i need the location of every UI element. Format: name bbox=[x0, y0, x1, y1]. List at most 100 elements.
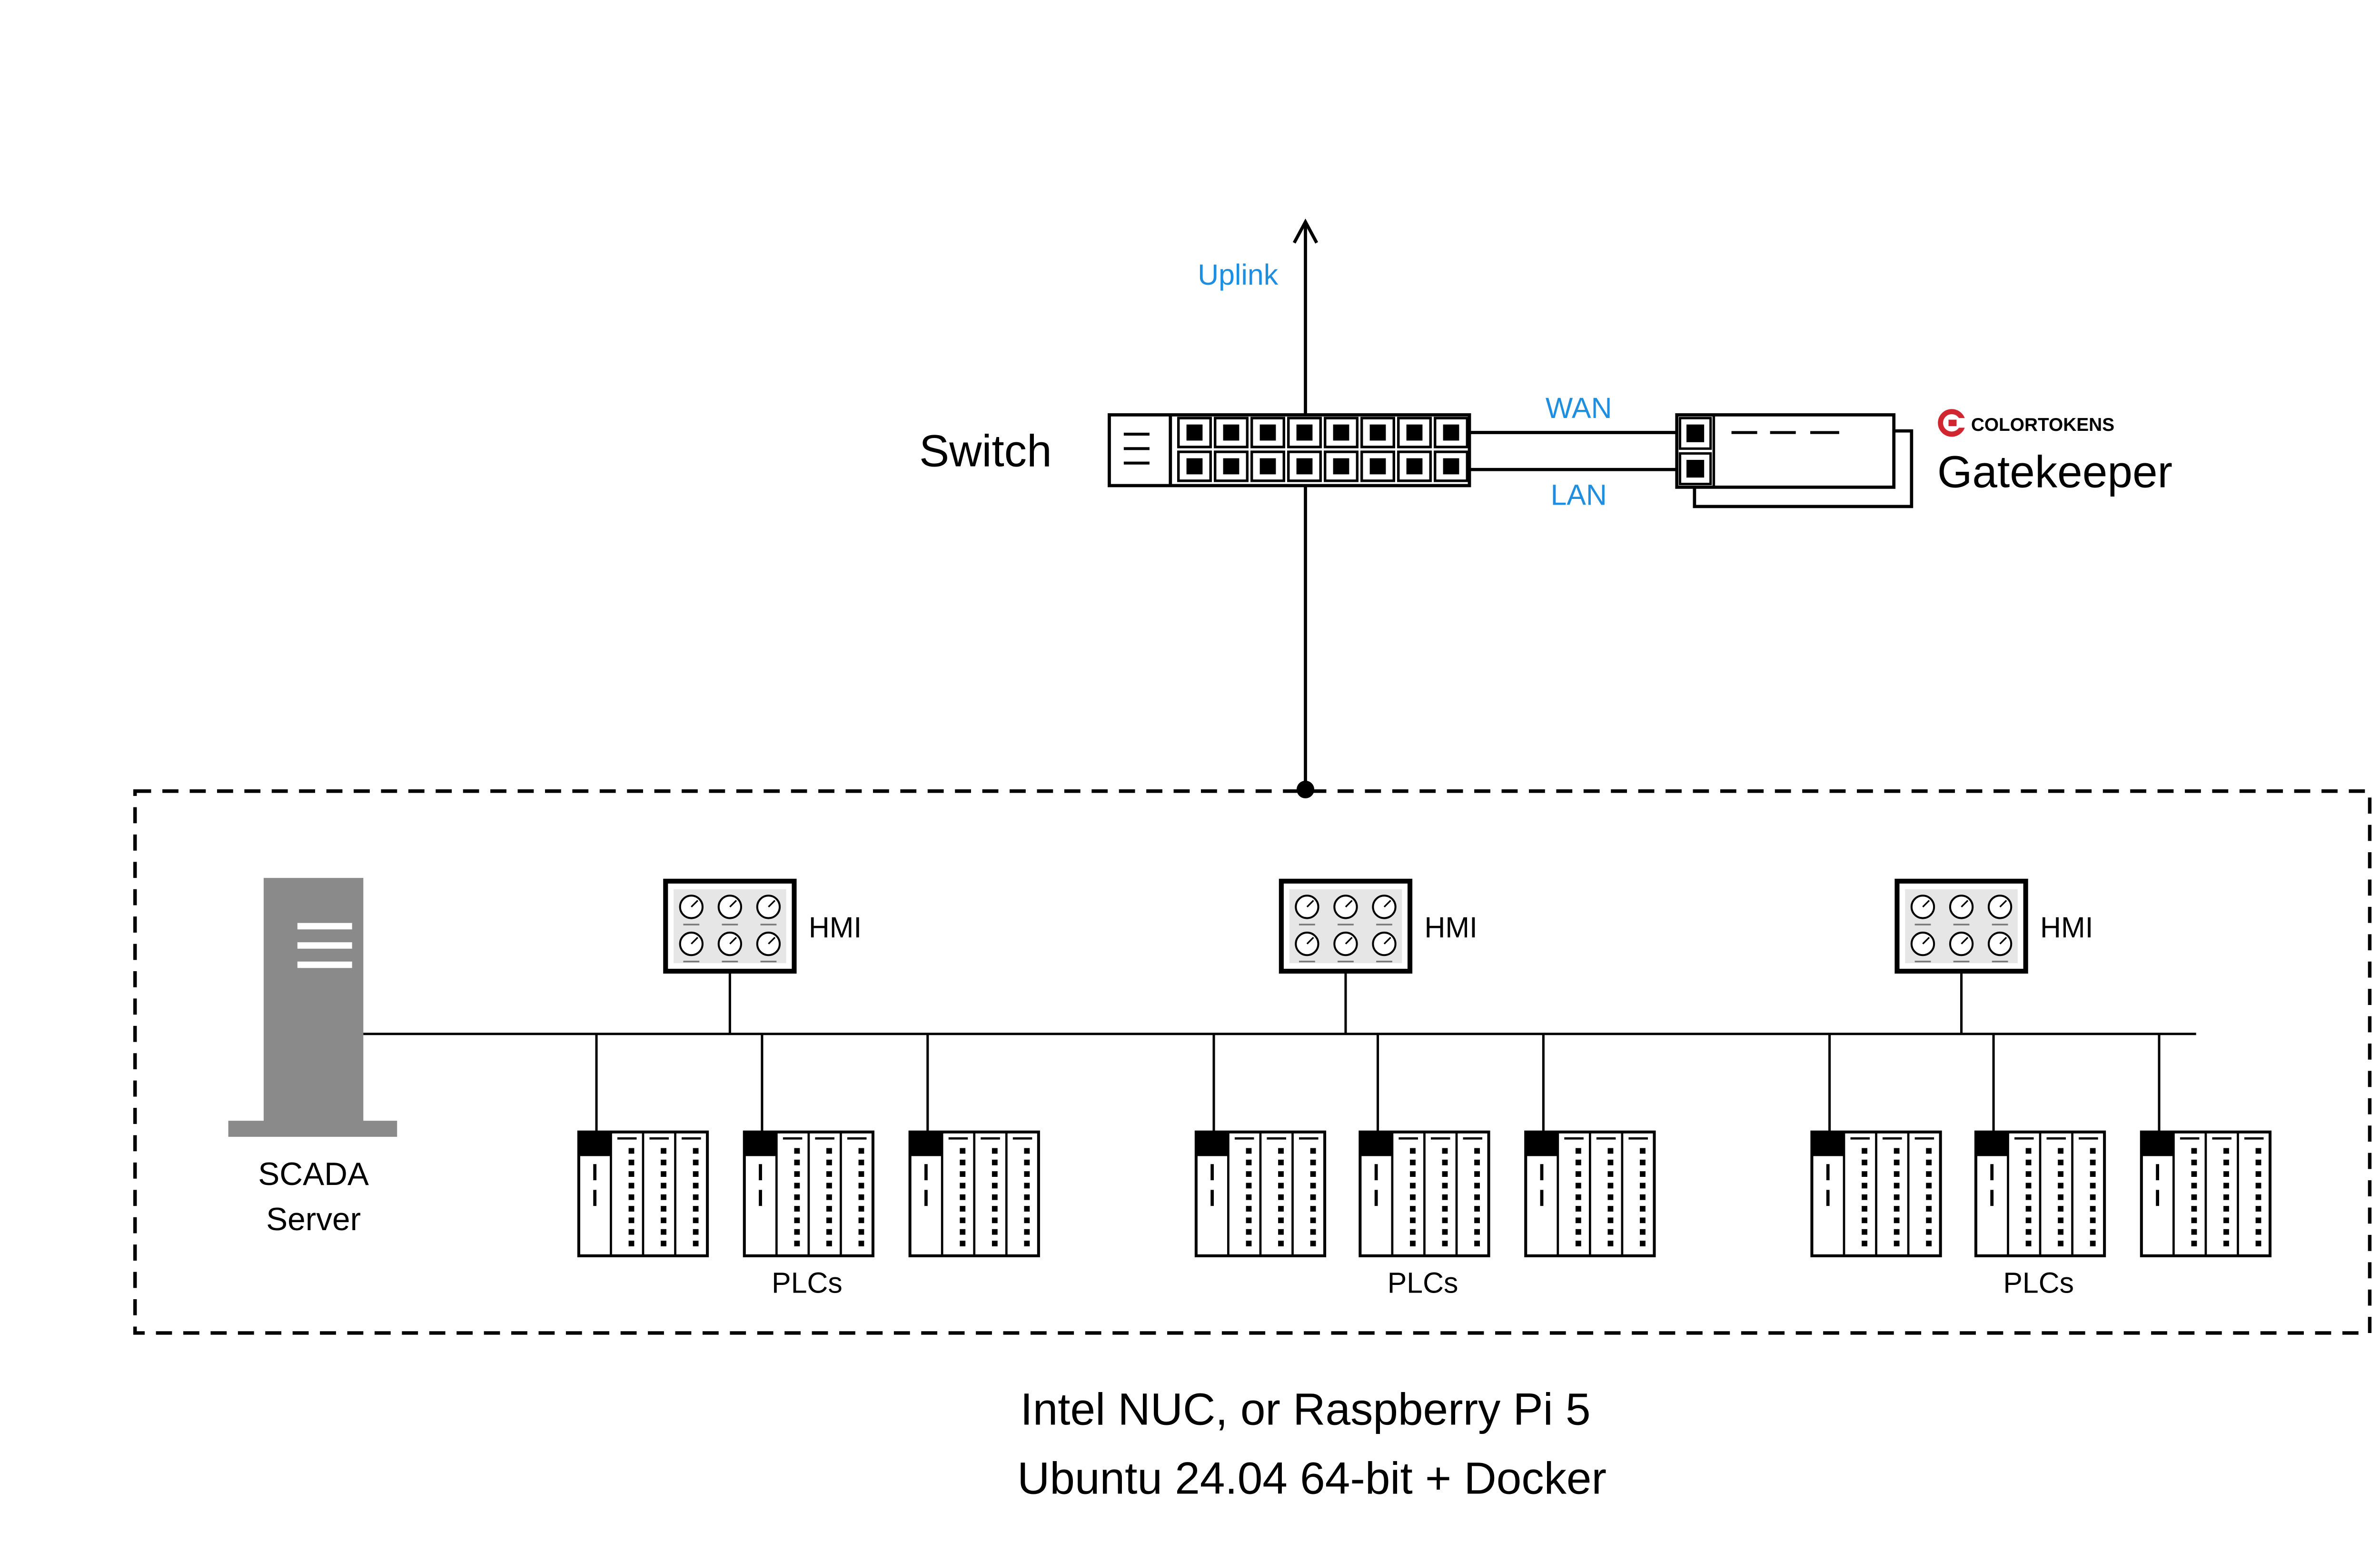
plc-io-point bbox=[1894, 1171, 1900, 1177]
plc-io-point bbox=[1246, 1148, 1252, 1154]
gauge-needle bbox=[1345, 900, 1353, 908]
plc-io-point bbox=[2255, 1206, 2261, 1212]
plc-io-point bbox=[2255, 1241, 2261, 1246]
gatekeeper-label: Gatekeeper bbox=[1937, 447, 2172, 497]
gauge-icon bbox=[679, 895, 704, 919]
plc-io-point bbox=[960, 1229, 966, 1235]
wan-label: WAN bbox=[1546, 392, 1612, 424]
plc-io-point bbox=[2191, 1229, 2197, 1235]
switch-port-led bbox=[1406, 458, 1423, 475]
gatekeeper-links: WAN LAN bbox=[1469, 392, 1679, 511]
plc-io-point bbox=[858, 1159, 864, 1165]
plc-io-point bbox=[1607, 1229, 1614, 1235]
plc-io-point bbox=[2090, 1194, 2096, 1200]
gauge-needle bbox=[1383, 900, 1391, 908]
plc-io-point bbox=[661, 1171, 666, 1177]
plc-io-point bbox=[1607, 1194, 1614, 1200]
gauge-icon bbox=[679, 931, 704, 956]
plc-io-point bbox=[1410, 1171, 1416, 1177]
plc-io-point bbox=[1246, 1194, 1252, 1200]
plc-io-point bbox=[1310, 1159, 1316, 1165]
plc-io-point bbox=[1862, 1183, 1867, 1189]
plc-io-point bbox=[2255, 1183, 2261, 1189]
plc-io-point bbox=[693, 1206, 699, 1212]
plc-cpu-header bbox=[744, 1132, 777, 1156]
switch-port bbox=[1324, 417, 1359, 448]
plc-io-point bbox=[693, 1217, 699, 1224]
plc-io-point bbox=[794, 1148, 800, 1154]
plc-io-point bbox=[1926, 1229, 1932, 1235]
plc-io-point bbox=[2223, 1183, 2229, 1189]
plc-io-point bbox=[960, 1159, 966, 1165]
plc-io-point bbox=[2058, 1171, 2064, 1177]
plc-io-point bbox=[1278, 1183, 1284, 1189]
plc-io-point bbox=[1442, 1159, 1448, 1165]
switch-port-led bbox=[1296, 424, 1313, 441]
plc-io-point bbox=[628, 1171, 635, 1177]
gauge-needle bbox=[729, 936, 737, 945]
plc-io-point bbox=[2191, 1159, 2197, 1165]
gauge-needle bbox=[1999, 936, 2007, 945]
plc-io-point bbox=[661, 1159, 666, 1165]
plc-io-point bbox=[661, 1183, 666, 1189]
plc-io-point bbox=[1607, 1148, 1614, 1154]
plcs-label: PLCs bbox=[772, 1267, 843, 1299]
switch-port-led bbox=[1443, 458, 1459, 475]
plc-io-point bbox=[2025, 1183, 2032, 1189]
plc-io-point bbox=[1474, 1171, 1480, 1177]
plc-io-point bbox=[1246, 1183, 1252, 1189]
plc-io-point bbox=[1926, 1206, 1932, 1212]
switch-port-led bbox=[1223, 458, 1240, 475]
plc-io-point bbox=[1474, 1159, 1480, 1165]
plc-io-point bbox=[1926, 1183, 1932, 1189]
plc-io-point bbox=[2090, 1171, 2096, 1177]
gauge-needle bbox=[1922, 936, 1930, 945]
plc-io-point bbox=[628, 1229, 635, 1235]
plc bbox=[1194, 1034, 1327, 1257]
plc bbox=[2140, 1034, 2272, 1257]
plc-io-point bbox=[628, 1183, 635, 1189]
plc-io-point bbox=[858, 1148, 864, 1154]
plc-io-point bbox=[1575, 1194, 1581, 1200]
switch-port bbox=[1360, 417, 1395, 448]
uplink-connection: Uplink bbox=[1198, 218, 1319, 798]
plc-io-point bbox=[1278, 1148, 1284, 1154]
plc-io-point bbox=[2223, 1159, 2229, 1165]
plc-io-point bbox=[1442, 1171, 1448, 1177]
plc-io-point bbox=[2058, 1241, 2064, 1246]
plc-io-point bbox=[1246, 1159, 1252, 1165]
plc-io-point bbox=[858, 1241, 864, 1246]
gauge-needle bbox=[768, 900, 776, 908]
footer-line2: Ubuntu 24.04 64-bit + Docker bbox=[1017, 1453, 1606, 1504]
plc-io-point bbox=[1926, 1217, 1932, 1224]
plc-io-point bbox=[693, 1183, 699, 1189]
plc bbox=[1524, 1034, 1656, 1257]
switch-port-led bbox=[1333, 458, 1349, 475]
plc bbox=[908, 1034, 1040, 1257]
plc-io-point bbox=[1862, 1194, 1867, 1200]
plc-io-point bbox=[1926, 1171, 1932, 1177]
lan-label: LAN bbox=[1551, 479, 1607, 511]
plc-io-point bbox=[2191, 1217, 2197, 1224]
plc-io-point bbox=[1024, 1171, 1030, 1177]
plc-io-point bbox=[826, 1171, 832, 1177]
gauge-needle bbox=[691, 900, 699, 908]
plc-io-point bbox=[1410, 1241, 1416, 1246]
plcs-label: PLCs bbox=[2003, 1267, 2074, 1299]
plc-io-point bbox=[1474, 1217, 1480, 1224]
plc-io-point bbox=[1278, 1159, 1284, 1165]
plc-io-point bbox=[826, 1159, 832, 1165]
gauge-needle bbox=[1999, 900, 2007, 908]
plc-io-point bbox=[2223, 1206, 2229, 1212]
plc-io-point bbox=[992, 1183, 998, 1189]
plc-io-point bbox=[2025, 1148, 2032, 1154]
plc-io-point bbox=[1640, 1159, 1646, 1165]
plc-cpu-header bbox=[2141, 1132, 2174, 1156]
plc-io-point bbox=[858, 1183, 864, 1189]
plc-io-point bbox=[693, 1241, 699, 1246]
hmi: HMI bbox=[1894, 878, 2093, 1034]
gauge-icon bbox=[1949, 931, 1974, 956]
plc-io-point bbox=[1024, 1148, 1030, 1154]
plc-io-point bbox=[1862, 1171, 1867, 1177]
